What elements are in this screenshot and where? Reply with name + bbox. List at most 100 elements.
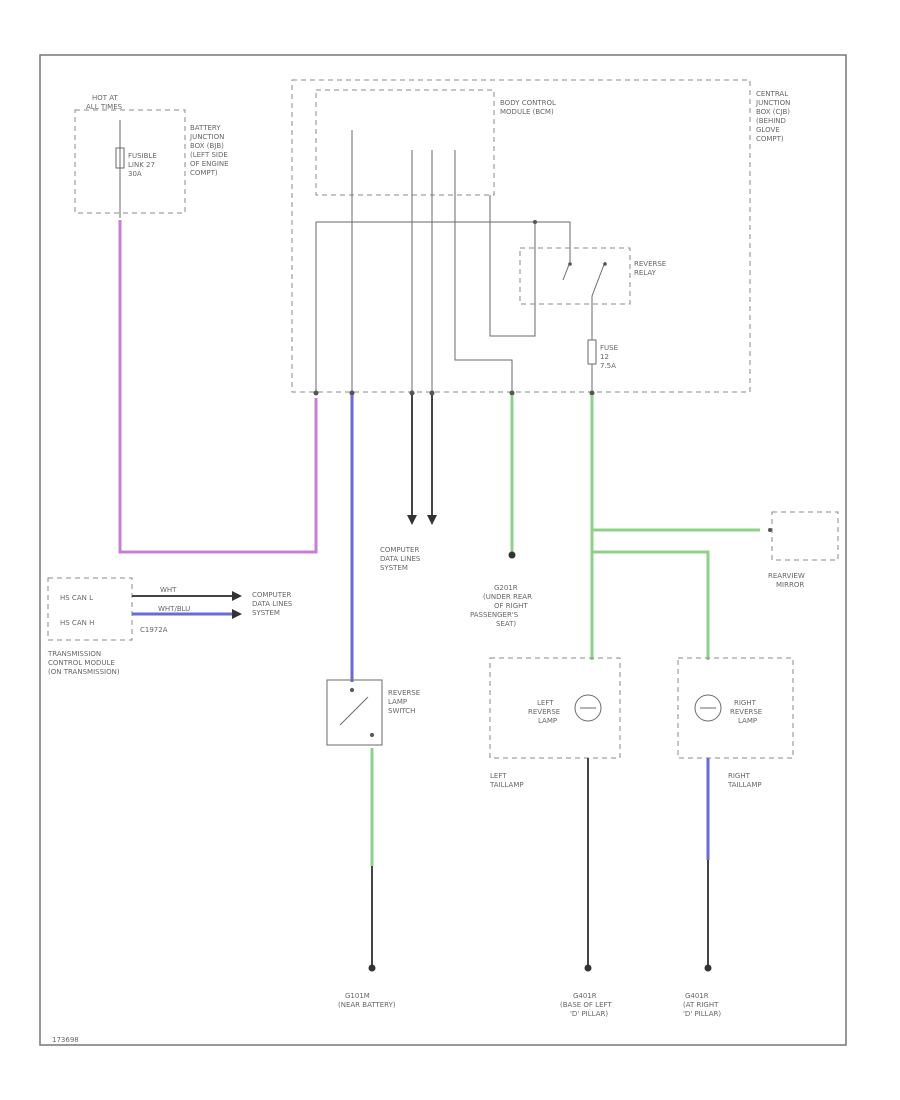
ground-icon bbox=[704, 964, 712, 972]
svg-text:(UNDER REAR: (UNDER REAR bbox=[483, 593, 532, 601]
svg-text:(BASE OF LEFT: (BASE OF LEFT bbox=[560, 1001, 612, 1009]
svg-text:REVERSE: REVERSE bbox=[528, 708, 560, 716]
svg-text:BOX (CJB): BOX (CJB) bbox=[756, 108, 790, 116]
svg-text:TAILLAMP: TAILLAMP bbox=[727, 781, 762, 789]
arrow-icon bbox=[427, 515, 437, 525]
svg-text:BATTERY: BATTERY bbox=[190, 124, 221, 132]
svg-text:LAMP: LAMP bbox=[738, 717, 757, 725]
svg-text:FUSE: FUSE bbox=[600, 344, 618, 352]
right-reverse-lamp: RIGHT REVERSE LAMP bbox=[677, 657, 794, 759]
svg-text:7.5A: 7.5A bbox=[600, 362, 616, 370]
body-control-module bbox=[315, 89, 495, 196]
fuse-icon bbox=[587, 339, 597, 365]
cjb-terminals bbox=[313, 390, 595, 396]
svg-text:ALL TIMES: ALL TIMES bbox=[86, 103, 123, 111]
rearview-mirror: REARVIEW MIRROR bbox=[768, 511, 839, 589]
computer-data-label-2: COMPUTER DATA LINES SYSTEM bbox=[252, 591, 293, 617]
svg-text:MIRROR: MIRROR bbox=[776, 581, 804, 589]
svg-text:LEFT: LEFT bbox=[490, 772, 507, 780]
arrow-icon bbox=[232, 609, 242, 619]
wire-color-wht-blu: WHT/BLU bbox=[158, 605, 190, 613]
svg-text:JUNCTION: JUNCTION bbox=[189, 133, 224, 141]
svg-text:HS CAN H: HS CAN H bbox=[60, 619, 94, 627]
svg-text:LEFT: LEFT bbox=[537, 699, 554, 707]
ground-icon bbox=[584, 964, 592, 972]
svg-text:HS CAN L: HS CAN L bbox=[60, 594, 93, 602]
wire-pink-feed bbox=[118, 220, 318, 554]
svg-text:(ON TRANSMISSION): (ON TRANSMISSION) bbox=[48, 668, 120, 676]
diagram-id: 173698 bbox=[52, 1036, 79, 1044]
svg-text:CONTROL MODULE: CONTROL MODULE bbox=[48, 659, 115, 667]
svg-text:G401R: G401R bbox=[685, 992, 709, 1000]
svg-text:30A: 30A bbox=[128, 170, 142, 178]
svg-text:G101M: G101M bbox=[345, 992, 370, 1000]
svg-text:SYSTEM: SYSTEM bbox=[380, 564, 408, 572]
svg-text:COMPUTER: COMPUTER bbox=[252, 591, 291, 599]
svg-text:BOX (BJB): BOX (BJB) bbox=[190, 142, 224, 150]
svg-text:CENTRAL: CENTRAL bbox=[756, 90, 788, 98]
svg-text:C1972A: C1972A bbox=[140, 626, 168, 634]
svg-text:SEAT): SEAT) bbox=[496, 620, 516, 628]
central-junction-box: BODY CONTROL MODULE (BCM) CENTRAL JUNCTI… bbox=[291, 79, 790, 393]
svg-text:DATA LINES: DATA LINES bbox=[252, 600, 293, 608]
svg-text:FUSIBLE: FUSIBLE bbox=[128, 152, 157, 160]
right-taillamp-label: RIGHT TAILLAMP bbox=[727, 772, 762, 789]
svg-text:(LEFT SIDE: (LEFT SIDE bbox=[190, 151, 228, 159]
svg-text:DATA LINES: DATA LINES bbox=[380, 555, 421, 563]
svg-text:TRANSMISSION: TRANSMISSION bbox=[47, 650, 101, 658]
left-taillamp-label: LEFT TAILLAMP bbox=[489, 772, 524, 789]
svg-text:JUNCTION: JUNCTION bbox=[755, 99, 790, 107]
svg-text:SWITCH: SWITCH bbox=[388, 707, 415, 715]
svg-text:COMPT): COMPT) bbox=[190, 169, 218, 177]
fusible-link-icon bbox=[115, 147, 125, 169]
svg-text:PASSENGER'S: PASSENGER'S bbox=[470, 611, 519, 619]
battery-junction-box: HOT AT ALL TIMES BATTERY JUNCTION BOX (B… bbox=[74, 94, 229, 218]
svg-text:REVERSE: REVERSE bbox=[634, 260, 666, 268]
ground-label-right: G401R (AT RIGHT 'D' PILLAR) bbox=[683, 992, 721, 1018]
svg-text:RIGHT: RIGHT bbox=[734, 699, 757, 707]
computer-data-label-1: COMPUTER DATA LINES SYSTEM bbox=[380, 546, 421, 572]
svg-text:G401R: G401R bbox=[573, 992, 597, 1000]
svg-text:COMPUTER: COMPUTER bbox=[380, 546, 419, 554]
svg-text:COMPT): COMPT) bbox=[756, 135, 784, 143]
svg-text:SYSTEM: SYSTEM bbox=[252, 609, 280, 617]
wire-green-right-lamp bbox=[592, 550, 710, 660]
svg-text:RELAY: RELAY bbox=[634, 269, 657, 277]
ground-label-battery: G101M (NEAR BATTERY) bbox=[338, 992, 396, 1009]
ground-label-underrear: G201R (UNDER REAR OF RIGHT PASSENGER'S S… bbox=[470, 584, 532, 628]
svg-text:RIGHT: RIGHT bbox=[728, 772, 751, 780]
ground-icon bbox=[508, 551, 516, 559]
reverse-lamp-switch: REVERSE LAMP SWITCH bbox=[326, 679, 420, 746]
svg-text:G201R: G201R bbox=[494, 584, 518, 592]
left-reverse-lamp: LEFT REVERSE LAMP bbox=[489, 657, 621, 759]
svg-text:HOT AT: HOT AT bbox=[92, 94, 119, 102]
svg-text:LINK 27: LINK 27 bbox=[128, 161, 155, 169]
svg-text:REVERSE: REVERSE bbox=[730, 708, 762, 716]
svg-text:12: 12 bbox=[600, 353, 609, 361]
svg-text:(NEAR BATTERY): (NEAR BATTERY) bbox=[338, 1001, 396, 1009]
ground-icon bbox=[368, 964, 376, 972]
svg-text:(BEHIND: (BEHIND bbox=[756, 117, 786, 125]
svg-text:'D' PILLAR): 'D' PILLAR) bbox=[683, 1010, 721, 1018]
svg-text:REVERSE: REVERSE bbox=[388, 689, 420, 697]
svg-text:LAMP: LAMP bbox=[388, 698, 407, 706]
svg-text:'D' PILLAR): 'D' PILLAR) bbox=[570, 1010, 608, 1018]
svg-text:OF ENGINE: OF ENGINE bbox=[190, 160, 229, 168]
svg-text:MODULE (BCM): MODULE (BCM) bbox=[500, 108, 554, 116]
lamp-icon bbox=[574, 694, 602, 722]
svg-text:LAMP: LAMP bbox=[538, 717, 557, 725]
svg-text:REARVIEW: REARVIEW bbox=[768, 572, 805, 580]
svg-text:BODY CONTROL: BODY CONTROL bbox=[500, 99, 556, 107]
transmission-control-module: HS CAN L HS CAN H TRANSMISSION CONTROL M… bbox=[47, 577, 168, 676]
svg-text:(AT RIGHT: (AT RIGHT bbox=[683, 1001, 719, 1009]
arrow-icon bbox=[232, 591, 242, 601]
svg-text:GLOVE: GLOVE bbox=[756, 126, 780, 134]
lamp-icon bbox=[694, 694, 722, 722]
reverse-relay: REVERSE RELAY bbox=[519, 247, 666, 340]
wire-color-wht: WHT bbox=[160, 586, 177, 594]
arrow-icon bbox=[407, 515, 417, 525]
svg-text:TAILLAMP: TAILLAMP bbox=[489, 781, 524, 789]
diagram-frame bbox=[39, 54, 847, 1046]
svg-text:OF RIGHT: OF RIGHT bbox=[494, 602, 528, 610]
